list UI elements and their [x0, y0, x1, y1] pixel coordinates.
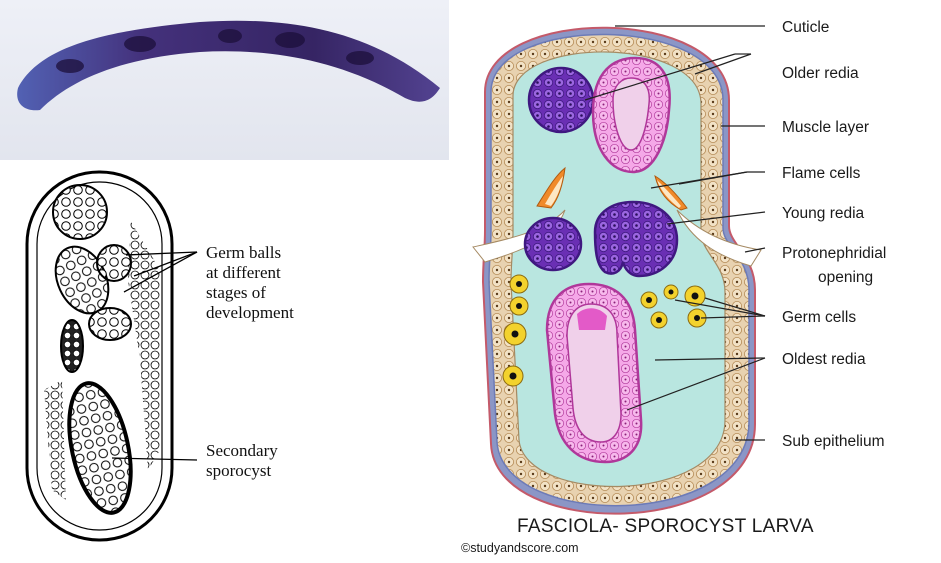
germ-ball [97, 245, 131, 281]
germ-ball [61, 320, 83, 372]
label-young-redia: Young redia [782, 205, 865, 222]
micrograph-photo [0, 0, 449, 160]
label-secondary-sporocyst-2: sporocyst [206, 461, 271, 480]
label-oldest-redia: Oldest redia [782, 351, 866, 368]
label-secondary-sporocyst-1: Secondary [206, 441, 278, 460]
label-protonephridial-opening-2: opening [818, 269, 873, 286]
label-protonephridial-opening-1: Protonephridial [782, 245, 886, 262]
sporocyst-line-diagram: Germ balls at different stages of develo… [0, 160, 449, 558]
label-flame-cells: Flame cells [782, 165, 861, 182]
label-sub-epithelium: Sub epithelium [782, 433, 885, 450]
label-germ-balls-2: at different [206, 263, 281, 282]
older-redia-purple [529, 68, 593, 132]
young-redia-large [595, 202, 677, 276]
label-germ-balls-3: stages of [206, 283, 266, 302]
label-cuticle: Cuticle [782, 19, 829, 36]
label-germ-balls-4: development [206, 303, 294, 322]
sporocyst-color-diagram: Cuticle Older redia Muscle layer Flame c… [455, 0, 941, 558]
label-older-redia: Older redia [782, 65, 859, 82]
label-muscle-layer: Muscle layer [782, 119, 869, 136]
germ-ball [89, 308, 131, 340]
germ-ball [53, 185, 107, 239]
young-redia-small [525, 218, 581, 270]
credit-text: ©studyandscore.com [461, 541, 579, 555]
label-germ-cells: Germ cells [782, 309, 856, 326]
diagram-title: FASCIOLA- SPOROCYST LARVA [517, 516, 814, 537]
label-germ-balls-1: Germ balls [206, 243, 281, 262]
